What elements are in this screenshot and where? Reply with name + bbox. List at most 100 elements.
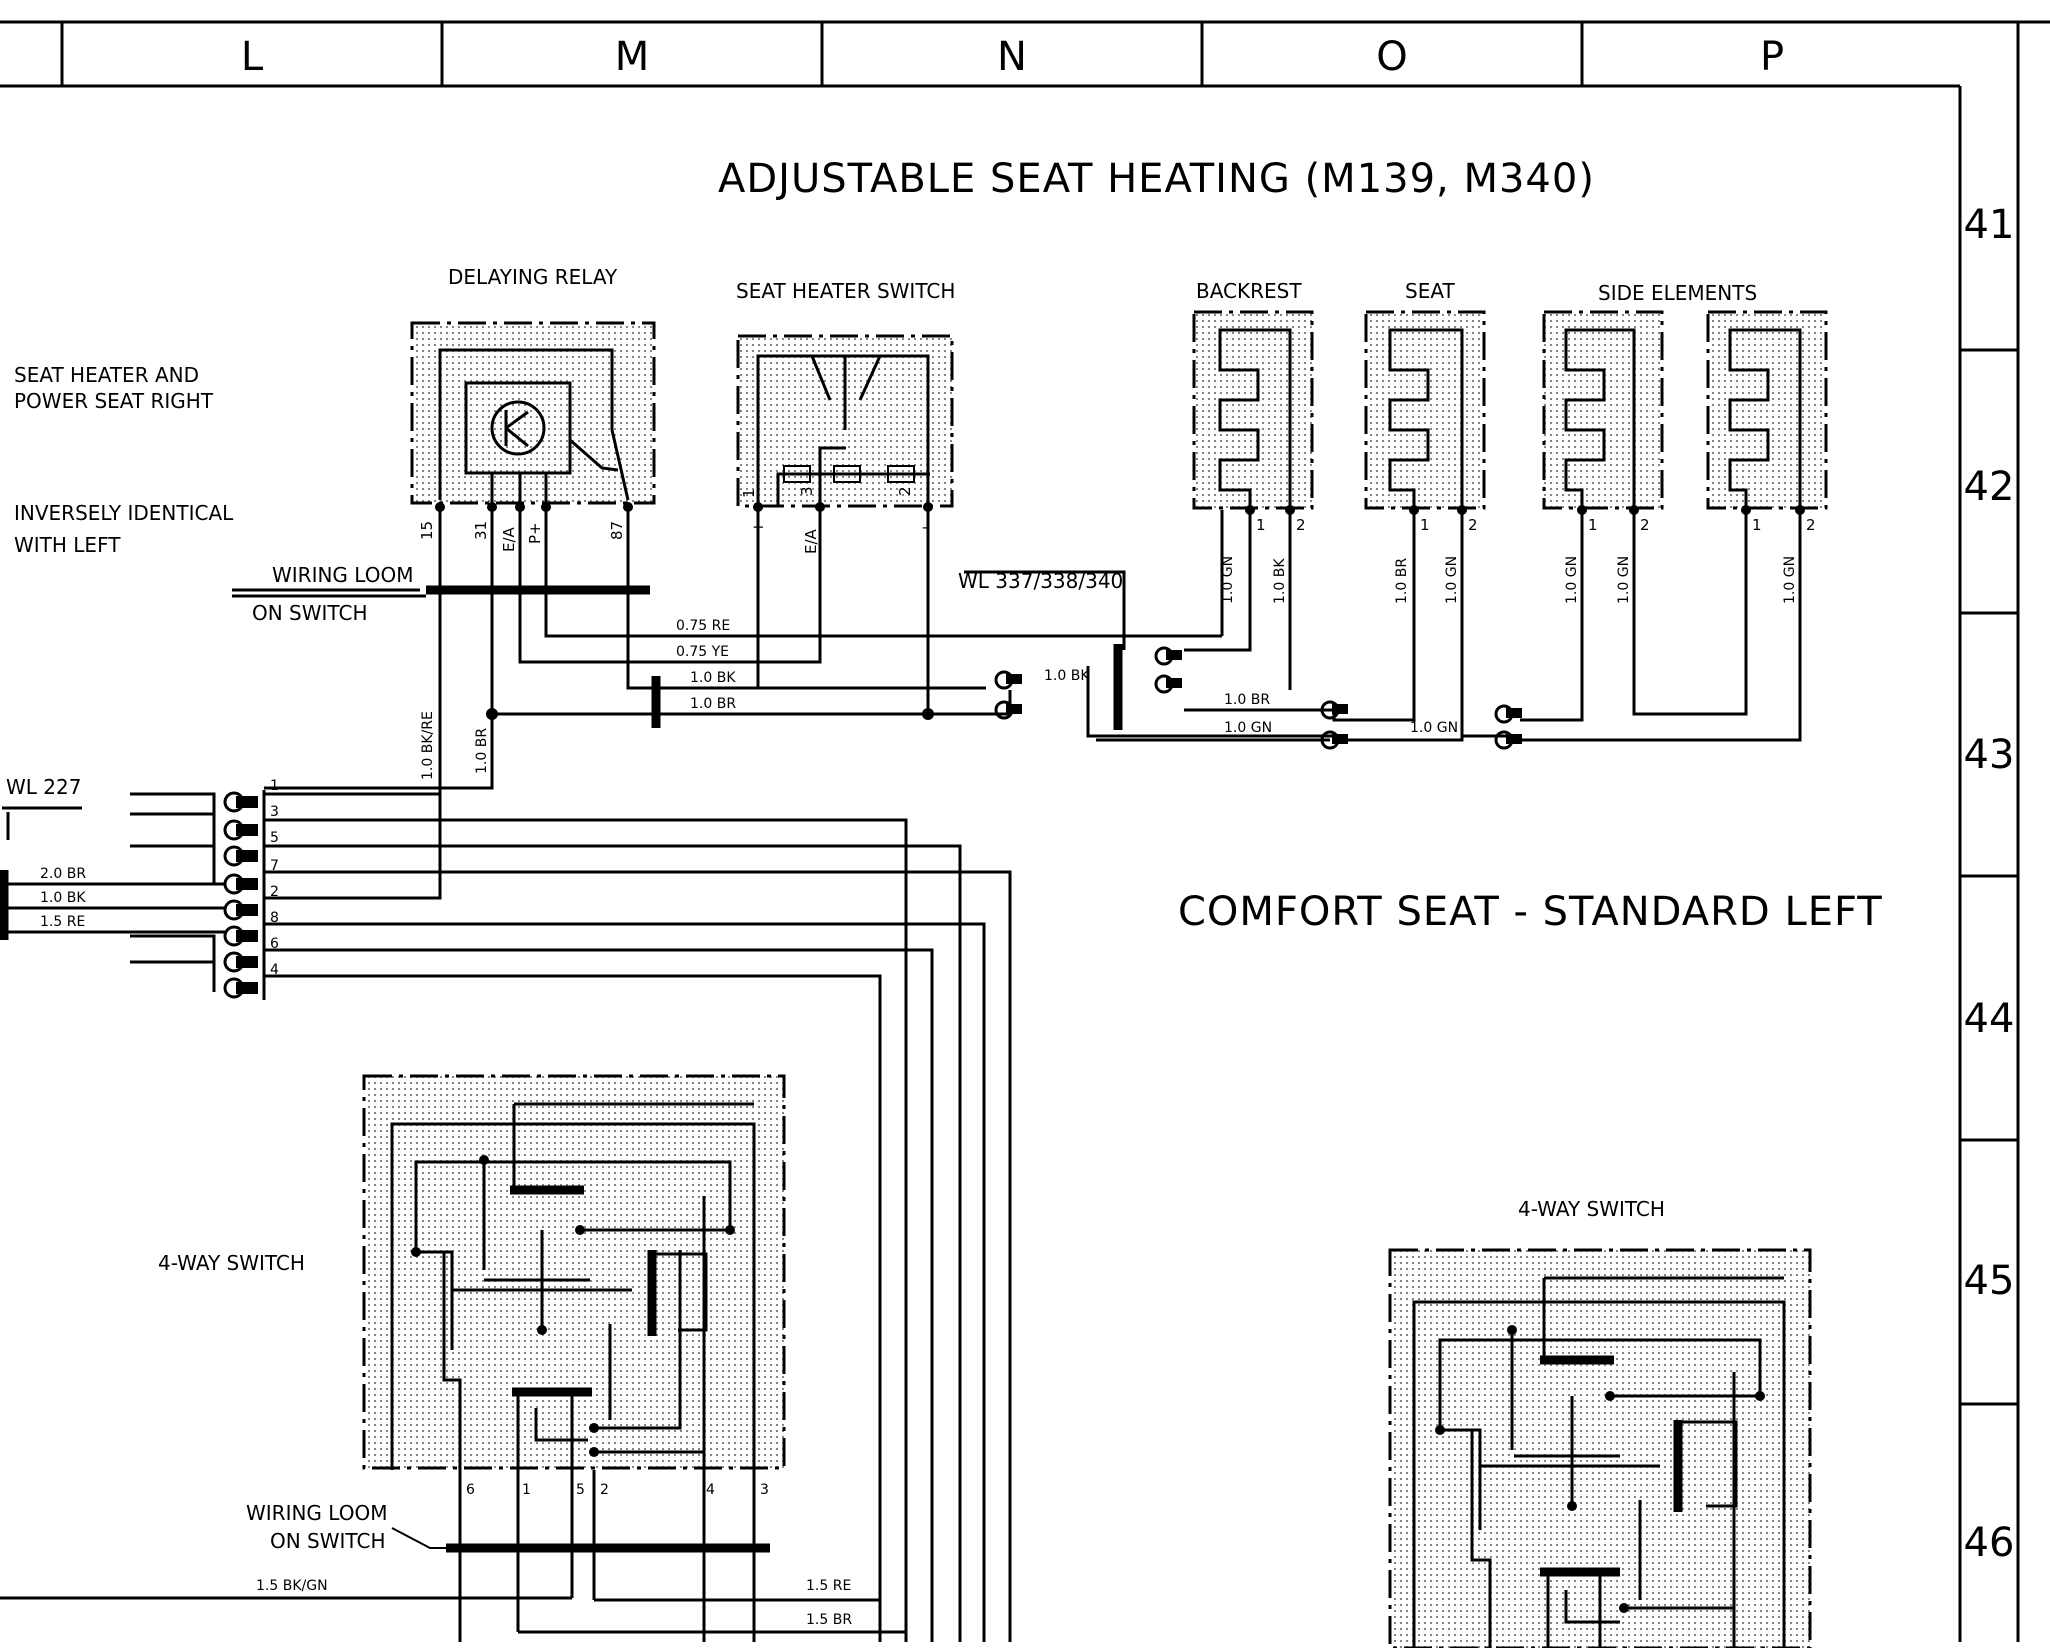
note-with-left: WITH LEFT <box>14 533 121 557</box>
switch-node <box>725 1225 735 1235</box>
heating-element-backrest <box>1192 310 1314 510</box>
plug-connectors <box>994 646 1522 750</box>
wire-label-10-br-2: 1.0 BR <box>1224 692 1270 708</box>
wl-227-label: WL 227 <box>6 775 81 799</box>
section-title: COMFORT SEAT - STANDARD LEFT <box>1178 889 1883 935</box>
connector-pin-label: 4 <box>270 962 279 978</box>
relay-pin-label-15: 15 <box>418 521 436 540</box>
wire-label-br-2: 1.0 BR <box>1394 558 1410 604</box>
element-pin-label: 2 <box>1468 516 1478 534</box>
seat-label: SEAT <box>1405 279 1455 303</box>
wire-label-10-br: 1.0 BR <box>690 696 736 712</box>
left-wire-label-20-br: 2.0 BR <box>40 866 86 882</box>
column-label-p: P <box>1760 34 1784 80</box>
switch-node <box>1507 1325 1517 1335</box>
switch-bottom-pin-label: 6 <box>466 1482 475 1498</box>
delaying-relay-label: DELAYING RELAY <box>448 265 618 289</box>
top-wiring <box>232 507 1802 890</box>
switch-pin-label-3: 3 <box>798 486 816 496</box>
switch-pin-label-minus: - <box>922 518 927 536</box>
switch-node <box>1567 1501 1577 1511</box>
four-way-switch-right <box>1388 1248 1812 1648</box>
switch-bottom-pin-label: 3 <box>760 1482 769 1498</box>
switch-node <box>1755 1391 1765 1401</box>
switch-node <box>575 1225 585 1235</box>
wire-label-10-bk: 1.0 BK <box>690 670 736 686</box>
heating-element-side-1 <box>1542 310 1664 510</box>
diagram-title: ADJUSTABLE SEAT HEATING (M139, M340) <box>718 156 1595 202</box>
column-label-l: L <box>241 34 264 80</box>
row-label-46: 46 <box>1964 1520 2015 1566</box>
switch-bottom-pin-label: 2 <box>600 1482 609 1498</box>
row-label-42: 42 <box>1964 464 2015 510</box>
backrest-label: BACKREST <box>1196 279 1302 303</box>
element-pin-label: 1 <box>1588 516 1598 534</box>
heating-element-seat <box>1364 310 1486 510</box>
wire-label-gn-4: 1.0 GN <box>1616 556 1632 604</box>
four-way-switch-right-label: 4-WAY SWITCH <box>1518 1197 1665 1221</box>
four-way-switch-left <box>362 1074 786 1470</box>
wire-label-075-ye: 0.75 YE <box>676 644 729 660</box>
note-inversely: INVERSELY IDENTICAL <box>14 501 234 525</box>
connector-pin-label: 5 <box>270 830 279 846</box>
connector-pin-label: 1 <box>270 778 279 794</box>
switch-bottom-pin-label: 1 <box>522 1482 531 1498</box>
switch-pin-label-ea: E/A <box>802 528 820 554</box>
bottom-wire-label-15-re: 1.5 RE <box>806 1578 851 1594</box>
four-way-switch-left-label: 4-WAY SWITCH <box>158 1251 305 1275</box>
wire-label-10-gn-2: 1.0 GN <box>1410 720 1458 736</box>
wire-label-br: 1.0 BR <box>474 728 490 774</box>
row-label-45: 45 <box>1964 1258 2015 1304</box>
heating-element-side-2 <box>1706 310 1828 510</box>
switch-node <box>537 1325 547 1335</box>
bottom-wire-label-bk-gn: 1.5 BK/GN <box>256 1578 328 1594</box>
bottom-wire-label-15-br: 1.5 BR <box>806 1612 852 1628</box>
left-wire-label-15-re: 1.5 RE <box>40 914 85 930</box>
wiring-loom-switch-label: ON SWITCH <box>252 601 367 625</box>
column-label-n: N <box>997 34 1027 80</box>
switch-node <box>589 1447 599 1457</box>
wire-label-gn-5: 1.0 GN <box>1782 556 1798 604</box>
relay-pin-label-pplus: P+ <box>526 522 544 544</box>
connector-pin-label: 2 <box>270 884 279 900</box>
element-pin-label: 2 <box>1806 516 1816 534</box>
wire-label-bk-re: 1.0 BK/RE <box>420 711 436 780</box>
connector-pin-label: 7 <box>270 858 279 874</box>
wire-label-075-re: 0.75 RE <box>676 618 730 634</box>
frame <box>0 20 2050 1642</box>
junction-dot <box>486 708 498 720</box>
element-pin-label: 1 <box>1752 516 1762 534</box>
note-power-seat: POWER SEAT RIGHT <box>14 389 214 413</box>
seat-heater-switch-label: SEAT HEATER SWITCH <box>736 279 955 303</box>
switch-node <box>411 1247 421 1257</box>
switch-node <box>1435 1425 1445 1435</box>
wire-label-10-bk-2: 1.0 BK <box>1044 668 1090 684</box>
element-pin-label: 1 <box>1256 516 1266 534</box>
wiring-loom-2-switch-label: ON SWITCH <box>270 1529 385 1553</box>
delaying-relay <box>410 321 656 506</box>
wire-label-gn-2: 1.0 GN <box>1444 556 1460 604</box>
relay-pin-label-ea: E/A <box>500 526 518 552</box>
side-elements-label: SIDE ELEMENTS <box>1598 281 1757 305</box>
switch-node <box>589 1423 599 1433</box>
connector-pin-label: 3 <box>270 804 279 820</box>
row-label-43: 43 <box>1964 732 2015 778</box>
connector-pin-label: 6 <box>270 936 279 952</box>
connector-wl227 <box>0 790 266 1000</box>
connector-wiring <box>264 782 1012 1642</box>
lower-loom-wiring <box>0 1470 906 1642</box>
left-wire-label-10-bk: 1.0 BK <box>40 890 86 906</box>
wire-label-gn-1: 1.0 GN <box>1220 556 1236 604</box>
seat-heater-switch <box>736 334 954 508</box>
connector-pin-label: 8 <box>270 910 279 926</box>
switch-pin-label-2: 2 <box>896 486 914 496</box>
wiring-loom-2-label: WIRING LOOM <box>246 1501 387 1525</box>
switch-bottom-pin-label: 4 <box>706 1482 715 1498</box>
switch-node <box>1619 1603 1629 1613</box>
column-label-o: O <box>1376 34 1407 80</box>
column-label-m: M <box>615 34 650 80</box>
element-pin-label: 1 <box>1420 516 1430 534</box>
wire-label-10-gn: 1.0 GN <box>1224 720 1272 736</box>
relay-pin-label-87: 87 <box>608 521 626 540</box>
